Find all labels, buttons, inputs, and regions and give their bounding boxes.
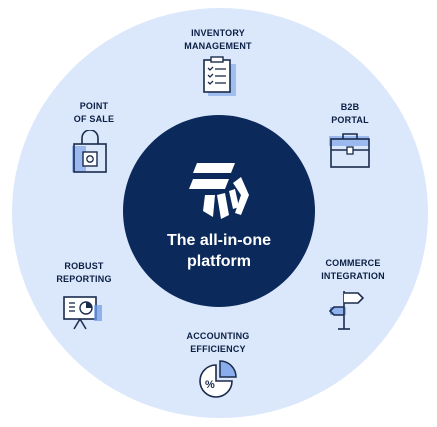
feature-label-line: INVENTORY — [191, 28, 245, 38]
feature-label-line: B2B — [340, 102, 360, 112]
lightspeed-logo-icon — [189, 163, 249, 219]
feature-label-line: OF SALE — [73, 114, 115, 124]
feature-label-accounting: ACCOUNTING EFFICIENCY — [168, 330, 268, 356]
feature-label-inventory: INVENTORY MANAGEMENT — [168, 27, 268, 53]
signpost-icon — [328, 291, 365, 330]
feature-label-line: INTEGRATION — [321, 271, 385, 281]
svg-text:%: % — [205, 379, 215, 391]
percent-pie-icon: % — [199, 360, 237, 398]
feature-label-line: EFFICIENCY — [190, 344, 246, 354]
feature-label-pos: POINT OF SALE — [44, 100, 144, 126]
center-title: The all-in-one platform — [123, 230, 315, 272]
feature-label-reporting: ROBUST REPORTING — [34, 260, 134, 286]
feature-label-line: PORTAL — [331, 115, 369, 125]
shopping-bag-icon — [72, 130, 107, 173]
feature-label-line: ACCOUNTING — [186, 331, 250, 341]
center-title-line-2: platform — [187, 253, 251, 270]
clipboard-checklist-icon — [203, 56, 236, 96]
center-circle — [123, 115, 315, 307]
feature-label-line: POINT — [79, 101, 109, 111]
feature-label-line: REPORTING — [56, 274, 112, 284]
center-title-line-1: The all-in-one — [167, 232, 271, 249]
feature-label-line: MANAGEMENT — [184, 41, 252, 51]
feature-label-line: COMMERCE — [325, 258, 381, 268]
feature-label-b2b: B2B PORTAL — [300, 101, 400, 127]
feature-label-commerce: COMMERCE INTEGRATION — [303, 257, 403, 283]
briefcase-icon — [329, 133, 370, 168]
presentation-chart-icon — [63, 296, 102, 330]
feature-label-line: ROBUST — [64, 261, 104, 271]
